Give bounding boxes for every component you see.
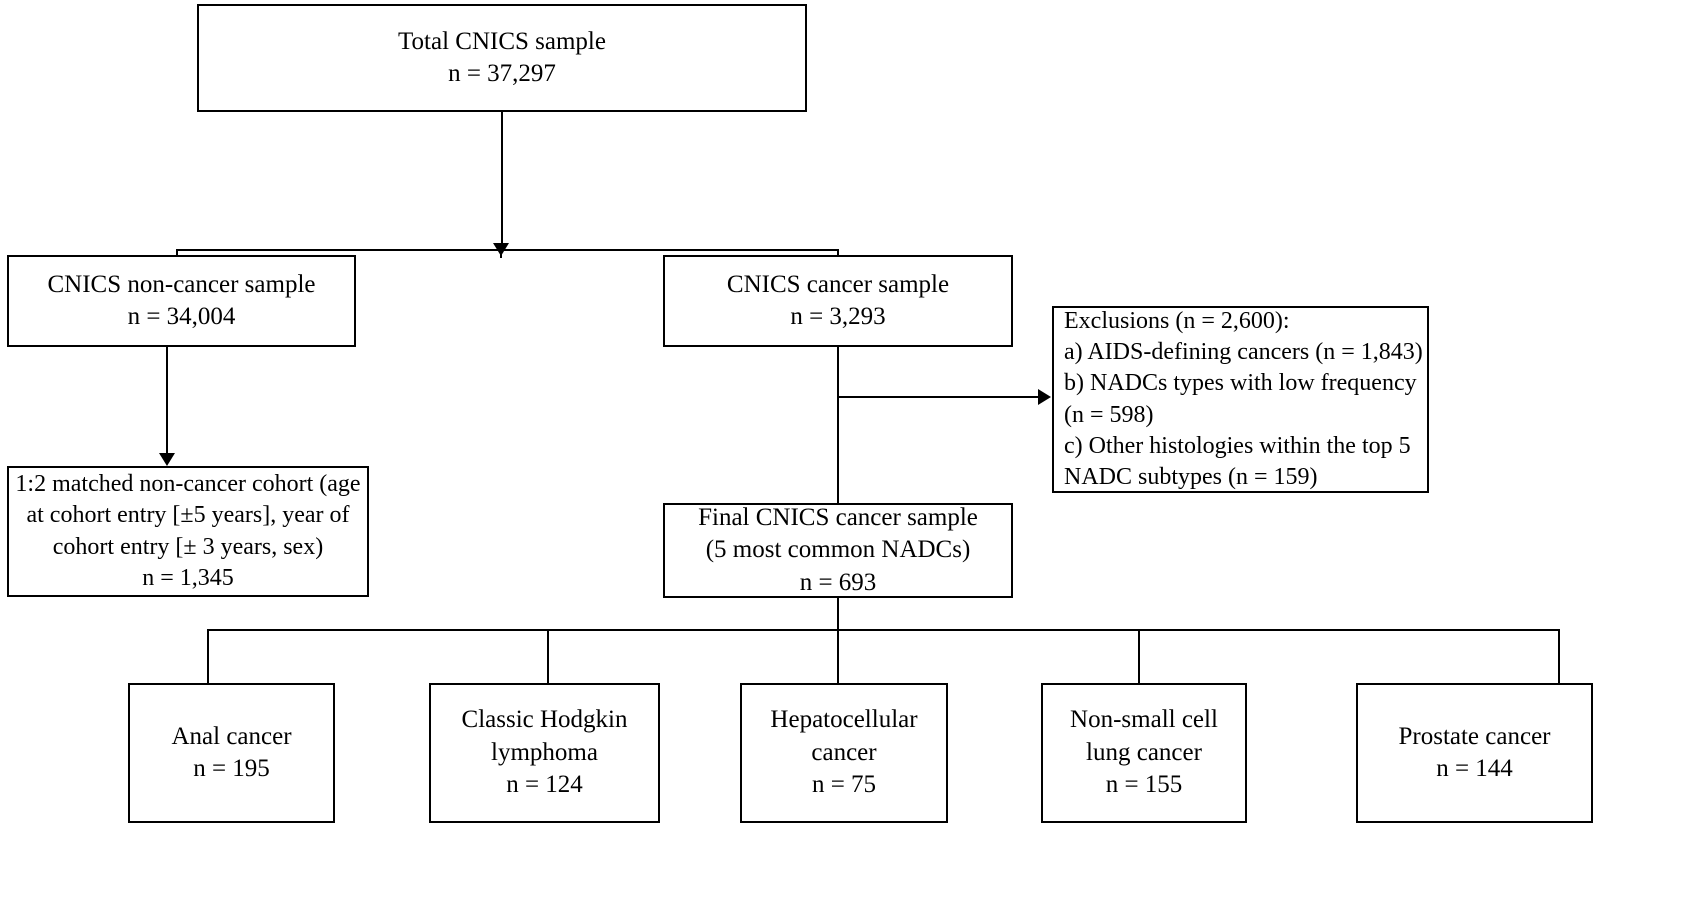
arrowhead-noncancer-to-matched <box>159 453 175 466</box>
node-matched-non-cancer-cohort: 1:2 matched non-cancer cohort (age at co… <box>7 466 369 597</box>
node-matched-non-cancer-cohort-line2: at cohort entry [±5 years], year of <box>26 502 350 529</box>
arrowhead-cancer-to-exclusions <box>1038 389 1051 405</box>
node-matched-non-cancer-cohort-line3: cohort entry [± 3 years, sex) <box>52 533 324 560</box>
connector-split-to-noncancer <box>176 249 178 258</box>
connector-fanout-leg-nsclc <box>1138 629 1140 685</box>
node-classic-hodgkin-lymphoma-line3: n = 124 <box>506 771 583 799</box>
node-non-small-cell-lung-cancer: Non-small cell lung cancer n = 155 <box>1041 683 1247 823</box>
node-prostate-cancer: Prostate cancer n = 144 <box>1356 683 1593 823</box>
node-total-cnics-sample-line1: Total CNICS sample <box>398 27 606 55</box>
node-cnics-non-cancer-sample: CNICS non-cancer sample n = 34,004 <box>7 255 356 347</box>
node-classic-hodgkin-lymphoma-line1: Classic Hodgkin <box>461 706 628 734</box>
node-cnics-non-cancer-sample-line1: CNICS non-cancer sample <box>47 270 316 298</box>
connector-fanout-leg-hodgkin <box>547 629 549 685</box>
node-anal-cancer-line2: n = 195 <box>193 755 270 782</box>
connector-cancer-trunk <box>837 347 839 504</box>
connector-total-to-split <box>501 112 503 249</box>
node-exclusions: Exclusions (n = 2,600): a) AIDS-defining… <box>1052 306 1429 493</box>
connector-fanout-bar <box>207 629 1560 631</box>
node-total-cnics-sample: Total CNICS sample n = 37,297 <box>197 4 807 112</box>
connector-cancer-to-exclusions <box>837 396 1042 398</box>
node-exclusions-line4: (n = 598) <box>1064 401 1154 428</box>
connector-fanout-leg-prostate <box>1558 629 1560 685</box>
node-non-small-cell-lung-cancer-line2: lung cancer <box>1086 738 1202 766</box>
node-matched-non-cancer-cohort-line4: n = 1,345 <box>142 564 234 591</box>
node-final-cnics-cancer-sample-line1: Final CNICS cancer sample <box>698 503 978 531</box>
node-classic-hodgkin-lymphoma-line2: lymphoma <box>491 738 598 766</box>
node-cnics-non-cancer-sample-line2: n = 34,004 <box>127 303 236 330</box>
node-total-cnics-sample-line2: n = 37,297 <box>448 60 556 87</box>
node-exclusions-line6: NADC subtypes (n = 159) <box>1064 463 1318 490</box>
node-exclusions-line1: Exclusions (n = 2,600): <box>1064 307 1290 334</box>
node-hepatocellular-cancer-line2: cancer <box>811 738 877 766</box>
node-final-cnics-cancer-sample-line2: (5 most common NADCs) <box>705 536 971 564</box>
node-hepatocellular-cancer-line3: n = 75 <box>811 771 877 799</box>
node-hepatocellular-cancer-line1: Hepatocellular <box>770 706 918 734</box>
node-anal-cancer: Anal cancer n = 195 <box>128 683 335 823</box>
node-exclusions-line3: b) NADCs types with low frequency <box>1064 370 1417 397</box>
connector-split-right-leg <box>837 249 839 258</box>
node-cnics-cancer-sample: CNICS cancer sample n = 3,293 <box>663 255 1013 347</box>
node-final-cnics-cancer-sample-line3: n = 693 <box>799 568 877 596</box>
node-anal-cancer-line1: Anal cancer <box>171 722 292 750</box>
node-hepatocellular-cancer: Hepatocellular cancer n = 75 <box>740 683 948 823</box>
node-prostate-cancer-line2: n = 144 <box>1436 755 1513 782</box>
node-prostate-cancer-line1: Prostate cancer <box>1398 722 1551 750</box>
connector-noncancer-to-matched <box>166 347 168 457</box>
node-classic-hodgkin-lymphoma: Classic Hodgkin lymphoma n = 124 <box>429 683 660 823</box>
node-non-small-cell-lung-cancer-line1: Non-small cell <box>1070 706 1218 734</box>
node-cnics-cancer-sample-line1: CNICS cancer sample <box>726 270 950 298</box>
node-matched-non-cancer-cohort-line1: 1:2 matched non-cancer cohort (age <box>15 471 361 498</box>
node-cnics-cancer-sample-line2: n = 3,293 <box>790 303 886 330</box>
connector-fanout-leg-anal <box>207 629 209 685</box>
node-exclusions-line2: a) AIDS-defining cancers (n = 1,843) <box>1064 339 1423 366</box>
connector-fanout-leg-hepatocellular <box>837 629 839 685</box>
node-exclusions-line5: c) Other histologies within the top 5 <box>1064 432 1411 459</box>
node-final-cnics-cancer-sample: Final CNICS cancer sample (5 most common… <box>663 503 1013 598</box>
node-non-small-cell-lung-cancer-line3: n = 155 <box>1105 771 1183 799</box>
arrowhead-split-to-cancer <box>493 243 509 256</box>
